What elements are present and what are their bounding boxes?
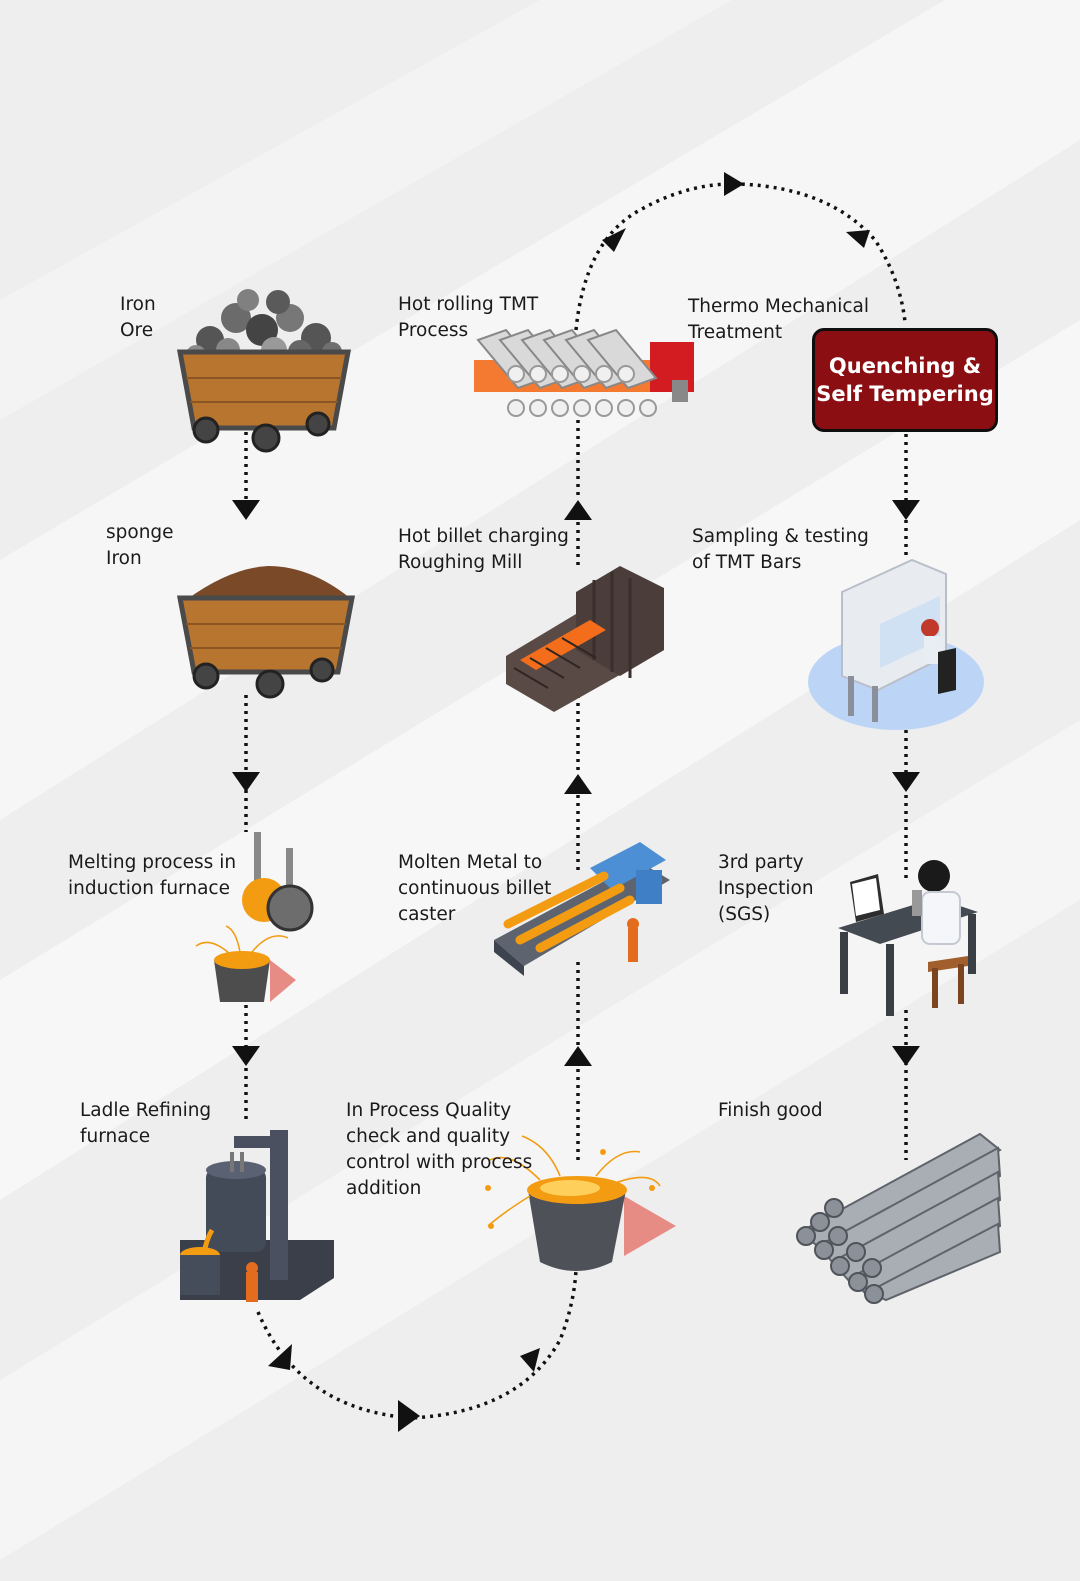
quenching-tempering-box: Quenching & Self Tempering	[812, 328, 998, 432]
ladle-refining-furnace-icon	[180, 1130, 334, 1302]
step-label-iron-ore: Iron Ore	[120, 294, 156, 341]
induction-furnace-icon	[195, 832, 314, 1002]
step-label-sampling: Sampling & testing of TMT Bars	[692, 526, 869, 573]
step-label-hot-rolling: Hot rolling TMT Process	[398, 294, 539, 341]
sponge-iron-cart-icon	[176, 566, 356, 699]
step-label-melting: Melting process in induction furnace	[68, 852, 237, 899]
ore-mine-cart-icon	[176, 289, 352, 453]
step-label-finish-good: Finish good	[718, 1100, 823, 1121]
step-label-roughing-mill: Hot billet charging Roughing Mill	[398, 526, 569, 573]
molten-crucible-icon	[485, 1135, 676, 1271]
step-label-quality-check: In Process Quality check and quality con…	[346, 1100, 533, 1199]
roughing-mill-icon	[506, 566, 664, 712]
step-label-ladle-refining: Ladle Refining furnace	[80, 1100, 212, 1147]
step-label-thermo-mechanical: Thermo Mechanical Treatment	[688, 296, 869, 343]
step-label-inspection: 3rd party Inspection (SGS)	[718, 852, 814, 925]
microscope-inspection-icon	[838, 860, 978, 1016]
rolling-mill-icon	[474, 328, 694, 417]
tmt-bars-stack-icon	[796, 1132, 1002, 1304]
billet-caster-icon	[494, 842, 670, 976]
lab-testing-icon	[808, 558, 984, 730]
step-label-sponge-iron: sponge Iron	[106, 522, 174, 569]
step-label-billet-caster: Molten Metal to continuous billet caster	[398, 852, 552, 925]
